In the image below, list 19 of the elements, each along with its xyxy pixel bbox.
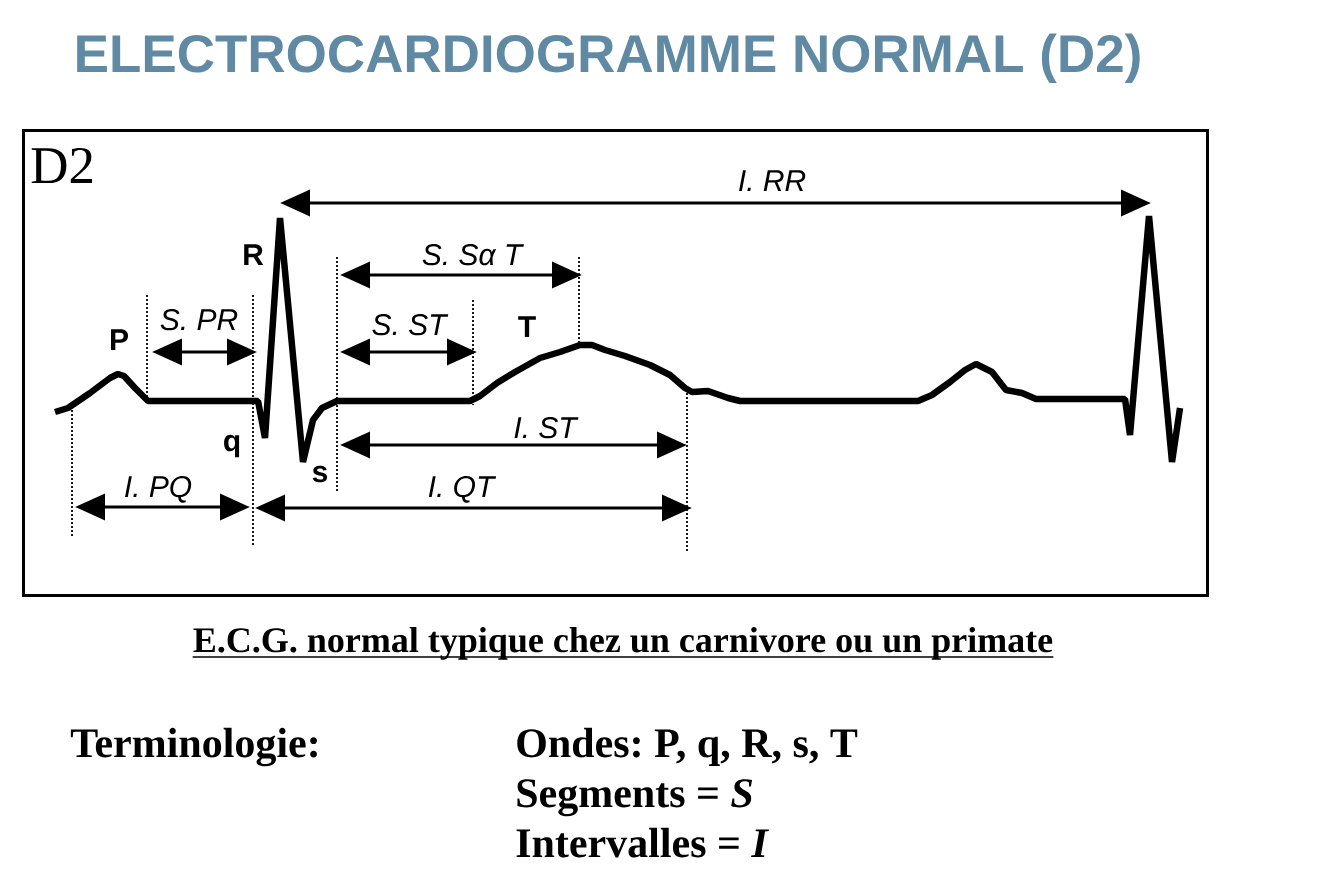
terminology-heading: Terminologie: xyxy=(70,727,317,767)
title: ELECTROCARDIOGRAMME NORMAL (D2) xyxy=(77,33,1140,83)
dimension-label: S. ST xyxy=(372,314,449,336)
wave-label: T xyxy=(518,316,536,337)
dimension-label: S. PR xyxy=(160,309,238,331)
lead-label: D2 xyxy=(31,147,93,184)
terminology-line: Ondes: P, q, R, s, T xyxy=(517,727,858,766)
wave-label: P xyxy=(111,329,128,350)
dimension-label: I. RR xyxy=(739,170,806,191)
terminology-line: Intervalles = I xyxy=(516,827,769,858)
wave-label: q xyxy=(224,434,240,458)
dimension-label: I. PQ xyxy=(125,476,192,503)
wave-label: s xyxy=(312,465,328,483)
terminology-line: Segments = S xyxy=(517,779,753,817)
dimension-label: I. ST xyxy=(514,417,579,439)
dimension-label: S. Sα T xyxy=(422,244,524,266)
caption: E.C.G. normal typique chez un carnivore ou un primate xyxy=(191,627,1055,660)
dimension-label: I. QT xyxy=(428,476,497,503)
wave-label: R xyxy=(244,244,264,265)
